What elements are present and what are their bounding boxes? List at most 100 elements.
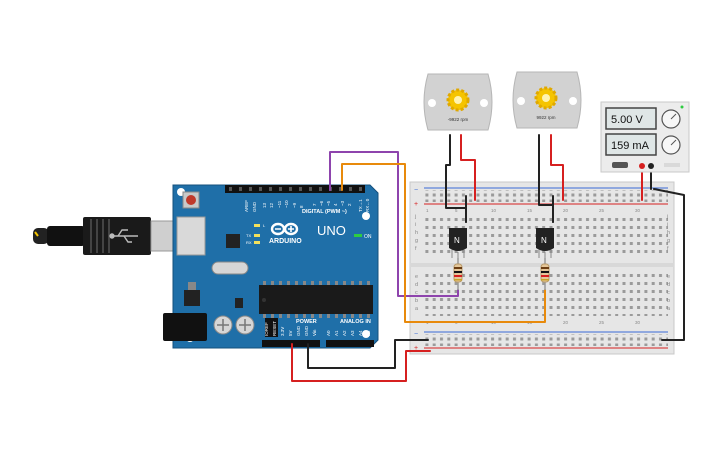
transistor-2[interactable]: N [536,228,554,258]
row-letter: d [667,282,670,288]
tx-led [254,234,260,237]
current-knob[interactable] [661,135,681,155]
gear-icon [534,86,558,110]
row-letter: f [667,246,669,252]
wire-rail-ground-link[interactable] [653,188,685,341]
positive-terminal[interactable] [639,163,645,169]
transistor-label: N [541,236,547,245]
current-readout: 159 mA [611,140,650,152]
analog-pin-label: A5 [366,330,371,336]
mounting-hole [362,212,370,220]
brand-label: ARDUINO [269,238,302,245]
power-switch[interactable] [612,162,628,168]
wire-motor2-red[interactable] [550,134,564,201]
row-letter: e [667,274,670,280]
column-number: 25 [599,208,605,213]
rx-led [254,241,260,244]
mounting-hole [362,330,370,338]
gnd-label: GND [252,201,257,212]
column-number: 15 [527,208,533,213]
wire-gnd[interactable] [307,339,429,369]
bottom-power-rail[interactable] [424,334,668,346]
digital-pin-label: TX→1 [358,199,363,212]
power-header-label: POWER [296,319,317,325]
voltage-display [605,107,657,130]
row-letter: a [415,306,419,312]
status-led [680,105,684,109]
power-jack [163,313,207,341]
power-pin-label: GND [296,325,301,336]
column-number: 30 [635,320,641,325]
analog-pin-label: A4 [358,330,363,336]
usb-chip [226,234,240,248]
wire-orange[interactable] [341,163,546,323]
digital-pin-label: 4 [333,203,338,206]
column-number: 20 [563,320,569,325]
digital-pin-label: ~10 [284,200,289,208]
icsp-header [265,318,278,337]
power-pin-label: IOREF [264,322,269,336]
digital-pin-label: ~3 [340,200,345,206]
wire-motor1-black[interactable] [445,134,467,223]
analog-pin-label: A2 [342,330,347,336]
negative-terminal[interactable] [648,163,654,169]
wire-5v[interactable] [291,343,431,382]
row-letter: d [415,282,418,288]
arduino-board[interactable]: AREF GND 13 12 ~11 ~10 ~9 8 7 ~6 ~5 4 ~3… [163,184,379,349]
voltage-regulator [184,290,200,306]
voltage-knob[interactable] [661,109,681,129]
column-number: 25 [599,320,605,325]
on-led-label: ON [364,234,372,240]
motor-mount-hole [480,99,488,107]
column-number: 20 [563,208,569,213]
digital-header[interactable] [225,185,365,193]
transistor-1[interactable]: N [449,228,467,258]
row-letter: j [666,214,668,220]
power-pin-label: GND [304,325,309,336]
analog-pin-label: A0 [326,330,331,336]
dc-motor-1[interactable]: -9922 rpm [423,73,493,131]
rx-led-label: RX [246,240,252,245]
digital-pin-label: ~9 [292,202,297,208]
row-letter: b [667,298,670,304]
digital-pin-label: 2 [347,203,352,206]
usb-icon [109,229,138,243]
digital-pin-label: 13 [262,202,267,208]
digital-pin-label: 7 [312,203,317,206]
on-led [354,234,362,237]
row-letter: b [415,298,418,304]
power-supply[interactable]: 5.00 V 159 mA [600,101,690,173]
capacitor [235,315,255,335]
digital-pin-label: RX←0 [365,198,370,212]
motor-mount-hole [517,97,525,105]
power-header[interactable] [262,340,320,347]
atmega-chip [259,281,373,318]
row-letter: e [415,274,418,280]
reset-button[interactable] [182,191,200,209]
motor-rpm: -9922 rpm [448,117,469,122]
analog-pin-label: A3 [350,330,355,336]
motor-mount-hole [569,97,577,105]
row-letter: g [415,238,418,244]
row-letter: a [667,306,671,312]
row-letter: j [414,214,416,220]
power-pin-label: RESET [272,321,277,336]
rail-plus-label: + [414,201,418,208]
resistor-2[interactable] [540,258,550,290]
analog-header-label: ANALOG IN [340,319,371,325]
rail-plus-label: + [414,345,418,352]
analog-header[interactable] [326,340,374,347]
wire-purple[interactable] [329,151,459,297]
column-number: 5 [455,208,458,213]
gear-icon [446,88,470,112]
dc-motor-2[interactable]: 9922 rpm [512,71,582,129]
column-number: 10 [491,208,497,213]
power-pin-label: 3.3V [280,327,285,336]
wire-motor1-red[interactable] [460,134,476,201]
resistor-1[interactable] [453,258,463,290]
row-letter: h [667,230,670,236]
rail-minus-label: − [414,331,418,338]
top-power-rail[interactable] [424,190,668,202]
transistor-label: N [454,236,460,245]
digital-pin-label: 8 [299,205,304,208]
